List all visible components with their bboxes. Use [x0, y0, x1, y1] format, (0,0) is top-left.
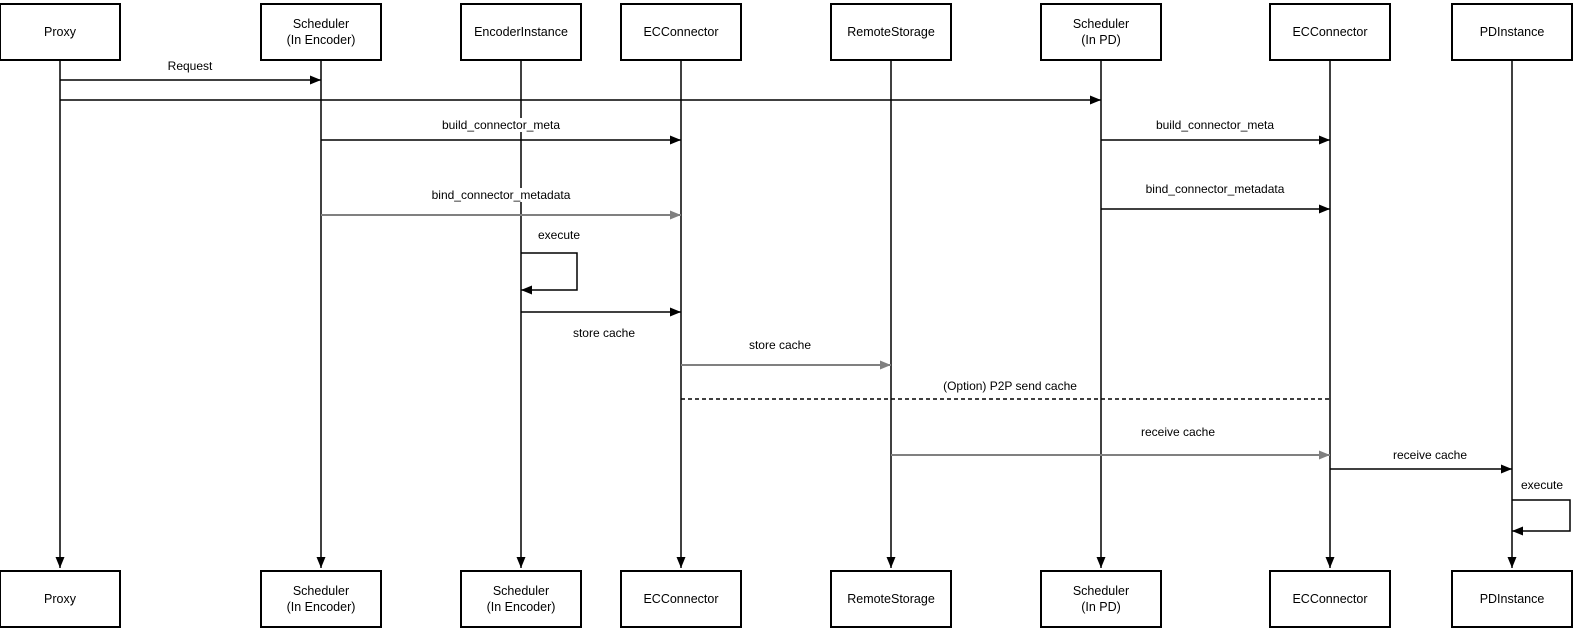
message-label-receive-cache-ec: receive cache: [1139, 425, 1217, 439]
message-label-receive-cache-pd: receive cache: [1391, 448, 1469, 462]
participant-box-top-encoder-instance: EncoderInstance: [460, 3, 582, 61]
message-label-store-cache-remote: store cache: [747, 338, 813, 352]
participant-box-top-pd-instance: PDInstance: [1451, 3, 1573, 61]
participant-label: Scheduler (In Encoder): [486, 583, 556, 614]
participant-box-bottom-ec-connector-encoder: ECConnector: [620, 570, 742, 628]
message-label-p2p-send-cache: (Option) P2P send cache: [942, 379, 1078, 393]
participant-box-top-ec-connector-pd: ECConnector: [1269, 3, 1391, 61]
participant-label: ECConnector: [643, 24, 719, 39]
participant-label: Scheduler (In PD): [1072, 583, 1130, 614]
message-label-bind-connector-metadata-pd: bind_connector_metadata: [1144, 182, 1286, 196]
participant-box-bottom-encoder-instance: Scheduler (In Encoder): [460, 570, 582, 628]
participant-box-top-remote-storage: RemoteStorage: [830, 3, 952, 61]
self-message-line-execute-pd: [1512, 499, 1571, 536]
participant-box-top-proxy: Proxy: [0, 3, 121, 61]
self-message-line-execute-encoder: [521, 252, 578, 295]
participant-label: Proxy: [44, 591, 76, 606]
participant-label: Proxy: [44, 24, 76, 39]
participant-box-bottom-ec-connector-pd: ECConnector: [1269, 570, 1391, 628]
participant-label: ECConnector: [1292, 591, 1368, 606]
participant-box-top-scheduler-in-encoder: Scheduler (In Encoder): [260, 3, 382, 61]
participant-label: ECConnector: [643, 591, 719, 606]
participant-label: Scheduler (In Encoder): [286, 583, 356, 614]
participant-label: ECConnector: [1292, 24, 1368, 39]
participant-box-top-scheduler-in-pd: Scheduler (In PD): [1040, 3, 1162, 61]
message-label-request: Request: [166, 59, 214, 73]
message-label-store-cache-ec: store cache: [571, 326, 637, 340]
participant-label: PDInstance: [1479, 24, 1545, 39]
self-message-label-execute-pd: execute: [1520, 478, 1565, 492]
participant-label: Scheduler (In PD): [1072, 16, 1130, 47]
message-label-build-connector-meta-encoder: build_connector_meta: [440, 118, 562, 132]
participant-label: RemoteStorage: [847, 591, 935, 606]
participant-label: EncoderInstance: [474, 24, 568, 39]
participant-label: RemoteStorage: [847, 24, 935, 39]
participant-box-bottom-proxy: Proxy: [0, 570, 121, 628]
participant-box-bottom-remote-storage: RemoteStorage: [830, 570, 952, 628]
message-label-bind-connector-metadata-encoder: bind_connector_metadata: [430, 188, 572, 202]
self-message-label-execute-encoder: execute: [537, 228, 582, 242]
participant-box-bottom-pd-instance: PDInstance: [1451, 570, 1573, 628]
participant-box-bottom-scheduler-in-encoder: Scheduler (In Encoder): [260, 570, 382, 628]
participant-label: Scheduler (In Encoder): [286, 16, 356, 47]
message-label-build-connector-meta-pd: build_connector_meta: [1154, 118, 1276, 132]
participant-box-top-ec-connector-encoder: ECConnector: [620, 3, 742, 61]
participant-label: PDInstance: [1479, 591, 1545, 606]
participant-box-bottom-scheduler-in-pd: Scheduler (In PD): [1040, 570, 1162, 628]
